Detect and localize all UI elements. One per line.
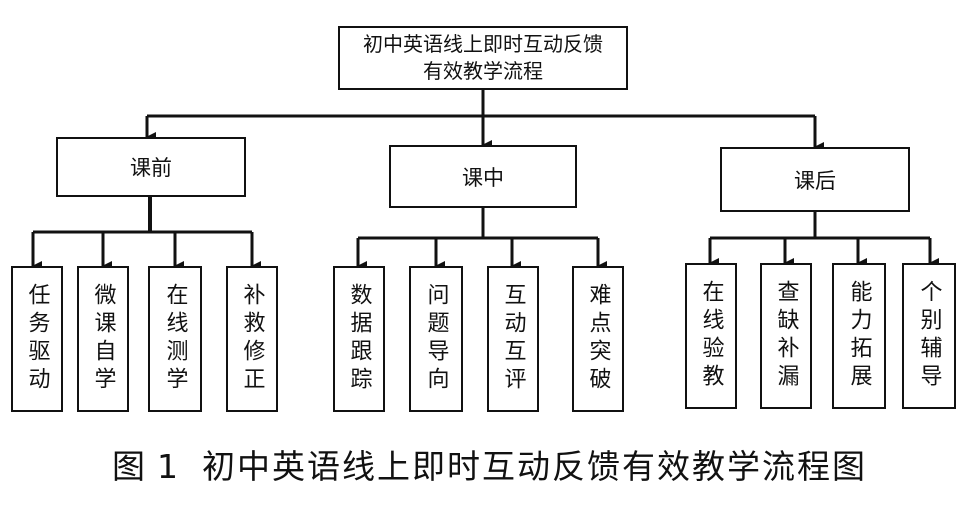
phase-post-class-label: 课后 xyxy=(794,168,836,193)
step-label: 在线测学 xyxy=(162,283,188,395)
step-label: 能力拓展 xyxy=(846,280,872,392)
step-pre-2: 微课自学 xyxy=(77,266,129,412)
step-post-4: 个别辅导 xyxy=(902,263,956,409)
step-post-1: 在线验教 xyxy=(685,263,737,409)
step-label: 任务驱动 xyxy=(24,283,50,395)
step-in-3: 互动互评 xyxy=(487,266,539,412)
step-pre-3: 在线测学 xyxy=(148,266,202,412)
phase-in-class: 课中 xyxy=(389,145,577,208)
step-in-2: 问题导向 xyxy=(409,266,463,412)
step-label: 微课自学 xyxy=(90,283,116,395)
phase-in-class-label: 课中 xyxy=(462,165,504,190)
step-in-1: 数据跟踪 xyxy=(333,266,385,412)
step-label: 互动互评 xyxy=(500,283,526,395)
step-label: 查缺补漏 xyxy=(773,280,799,392)
phase-pre-class-label: 课前 xyxy=(130,156,172,180)
step-post-2: 查缺补漏 xyxy=(760,263,812,409)
figure-title: 初中英语线上即时互动反馈有效教学流程图 xyxy=(202,447,867,486)
figure-prefix: 图 xyxy=(112,447,147,486)
step-label: 补救修正 xyxy=(239,283,265,395)
step-pre-4: 补救修正 xyxy=(226,266,278,412)
step-label: 在线验教 xyxy=(698,280,724,392)
step-post-3: 能力拓展 xyxy=(832,263,886,409)
step-label: 问题导向 xyxy=(423,283,449,395)
step-label: 数据跟踪 xyxy=(346,283,372,395)
step-in-4: 难点突破 xyxy=(572,266,624,412)
step-label: 个别辅导 xyxy=(916,280,942,392)
root-node: 初中英语线上即时互动反馈 有效教学流程 xyxy=(338,26,628,90)
phase-pre-class: 课前 xyxy=(56,137,246,197)
root-label: 初中英语线上即时互动反馈 有效教学流程 xyxy=(363,32,603,83)
figure-number: 1 xyxy=(157,447,180,486)
step-pre-1: 任务驱动 xyxy=(11,266,63,412)
step-label: 难点突破 xyxy=(585,283,611,395)
phase-post-class: 课后 xyxy=(720,147,910,212)
